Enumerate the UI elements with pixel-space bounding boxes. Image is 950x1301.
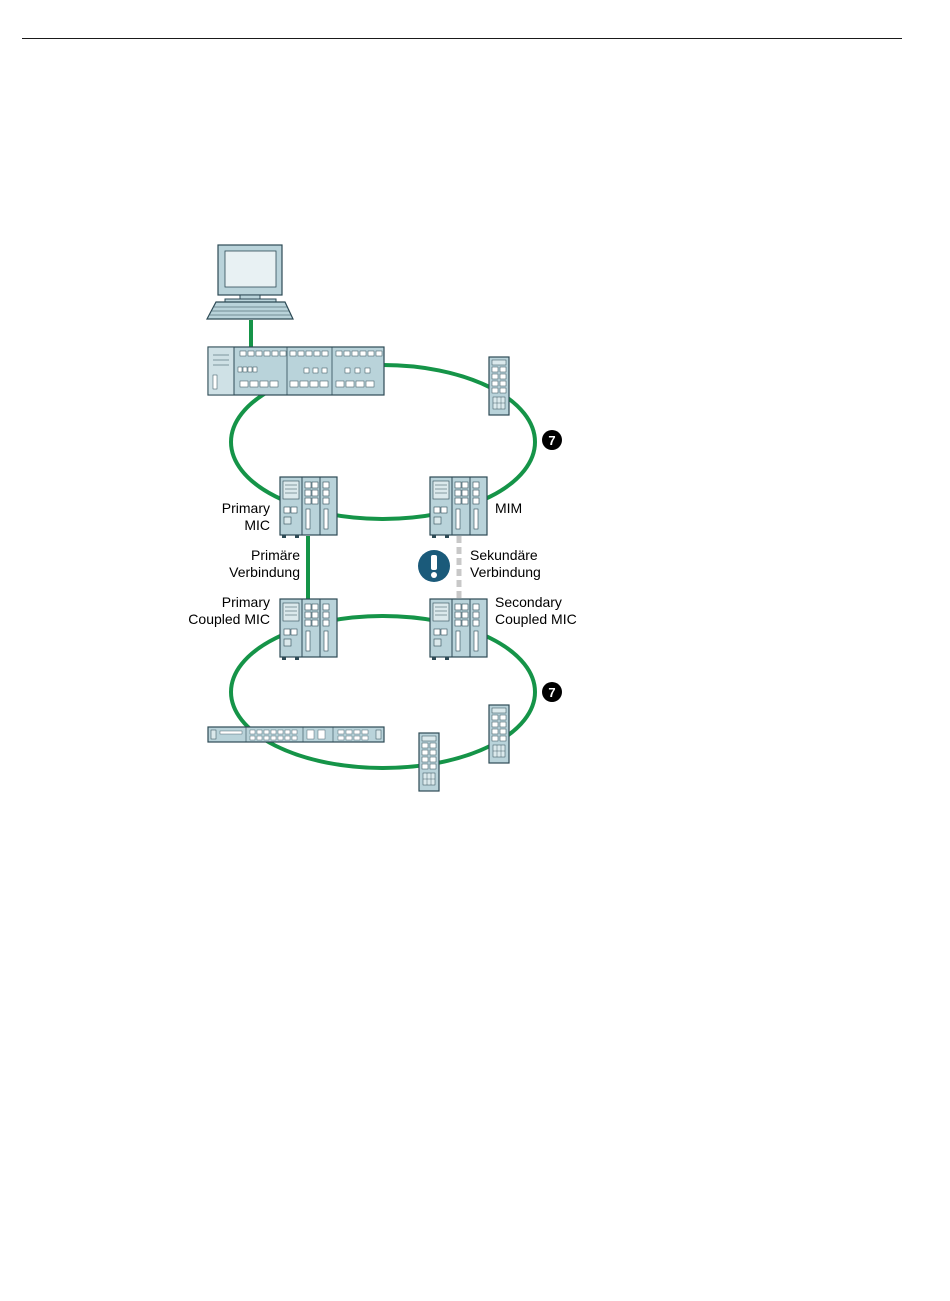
secondary-coupled-mic-device [430, 599, 487, 660]
primary-coupled-mic-label: Primary Coupled MIC [170, 594, 270, 628]
primary-connection-label: Primäre Verbindung [200, 547, 300, 581]
19-inch-switch-icon [208, 727, 384, 742]
secondary-coupled-mic-label: Secondary Coupled MIC [495, 594, 577, 628]
secondary-connection-label: Sekundäre Verbindung [470, 547, 541, 581]
primary-coupled-mic-device [280, 599, 337, 660]
mim-label: MIM [495, 500, 522, 517]
din-rail-switch-icon [489, 357, 509, 415]
primary-mic-device [280, 477, 337, 538]
din-rail-switch-icon [489, 705, 509, 763]
primary-mic-label: Primary MIC [196, 500, 270, 534]
computer-icon [207, 245, 293, 319]
rack-switch-icon [208, 347, 384, 395]
ring-marker-upper: 7 [542, 430, 562, 450]
ring-marker-lower: 7 [542, 682, 562, 702]
svg-text:7: 7 [548, 685, 555, 700]
svg-text:7: 7 [548, 433, 555, 448]
exclamation-icon [418, 550, 450, 582]
din-rail-switch-icon [419, 733, 439, 791]
mim-device [430, 477, 487, 538]
